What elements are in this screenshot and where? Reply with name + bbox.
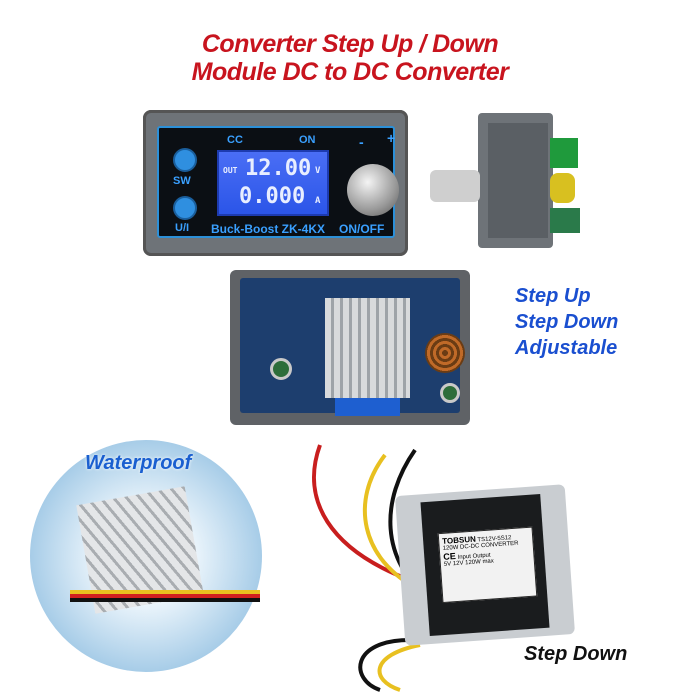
onoff-label: ON/OFF — [339, 222, 385, 236]
wires — [70, 590, 260, 602]
step-down-converter: TOBSUN TS12V-5S12 120W DC-DC CONVERTER C… — [394, 484, 576, 646]
converter-label: TOBSUN TS12V-5S12 120W DC-DC CONVERTER C… — [437, 526, 538, 604]
out-label: OUT — [223, 166, 238, 175]
feature-adjustable: Adjustable — [515, 337, 618, 359]
waterproof-label: Waterproof — [85, 452, 192, 474]
feature-step-down: Step Down — [515, 311, 619, 333]
front-panel: SW U/I CC ON - + OUT 12.00 V 0.000 A Buc… — [157, 126, 399, 238]
lcd-screen: OUT 12.00 V 0.000 A — [217, 150, 329, 216]
current-readout: 0.000 — [239, 184, 306, 209]
sw-button — [173, 148, 197, 172]
adjust-knob — [347, 164, 399, 216]
circuit-board — [240, 278, 465, 416]
capacitor — [270, 358, 292, 380]
lcd-module: SW U/I CC ON - + OUT 12.00 V 0.000 A Buc… — [143, 110, 408, 256]
ui-label: U/I — [175, 222, 190, 234]
terminal-block — [335, 398, 400, 416]
on-label: ON — [299, 134, 316, 146]
input-value: 5V — [443, 561, 452, 568]
voltage-unit: V — [315, 166, 321, 176]
heatsink — [325, 298, 410, 398]
capacitor — [440, 383, 460, 403]
title-line-2: Module DC to DC Converter — [191, 58, 509, 86]
pcb-back-view — [230, 270, 470, 425]
sw-label: SW — [173, 175, 191, 187]
waterproof-splash-image — [30, 440, 262, 672]
cc-label: CC — [227, 134, 243, 146]
current-unit: A — [315, 196, 321, 206]
module-side-view — [430, 113, 580, 248]
ui-button — [173, 196, 197, 220]
step-down-label: Step Down — [524, 643, 628, 665]
title-line-1: Converter Step Up / Down — [201, 30, 499, 58]
model-label: Buck-Boost ZK-4KX — [211, 222, 326, 236]
plus-label: + — [387, 130, 396, 146]
inductor-coil — [425, 333, 465, 373]
feature-step-up: Step Up — [515, 285, 591, 307]
voltage-readout: 12.00 — [245, 156, 312, 181]
minus-label: - — [359, 134, 364, 150]
